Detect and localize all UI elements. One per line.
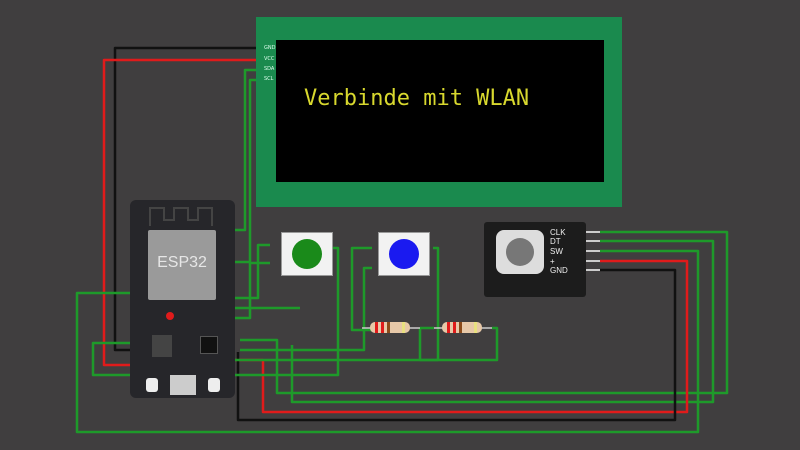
lcd-display: GND VCC SDA SCL Verbinde mit WLAN [256,17,622,207]
green-button-cap[interactable] [292,239,322,269]
antenna-icon [149,207,213,226]
en-button[interactable] [146,378,158,392]
lcd-text: Verbinde mit WLAN [304,86,530,111]
encoder-pin-sw: SW [550,247,563,256]
encoder-pin-clk: CLK [550,228,566,237]
encoder-pin-dt: DT [550,237,561,246]
green-pushbutton[interactable] [281,232,333,276]
lcd-pin-sda: SDA [264,66,275,72]
usb-chip-icon [200,336,218,354]
rotary-encoder[interactable]: CLK DT SW + GND [484,222,586,297]
esp32-chip: ESP32 [148,230,216,300]
lcd-pin-gnd: GND [264,45,276,51]
encoder-knob[interactable] [506,238,534,266]
usb-port [170,375,196,395]
esp32-board[interactable]: ESP32 [130,200,235,398]
boot-button[interactable] [208,378,220,392]
lcd-screen: Verbinde mit WLAN [276,40,604,182]
lcd-pin-vcc: VCC [264,56,275,62]
resistor-2 [434,322,492,333]
blue-button-cap[interactable] [389,239,419,269]
encoder-knob-base [496,230,544,274]
encoder-pin-gnd: GND [550,266,568,275]
power-led-icon [166,312,174,320]
blue-pushbutton[interactable] [378,232,430,276]
resistor-1 [362,322,420,333]
regulator-icon [152,335,172,357]
encoder-pin-vcc: + [550,257,555,266]
lcd-pin-scl: SCL [264,76,274,82]
esp32-label: ESP32 [157,254,207,271]
